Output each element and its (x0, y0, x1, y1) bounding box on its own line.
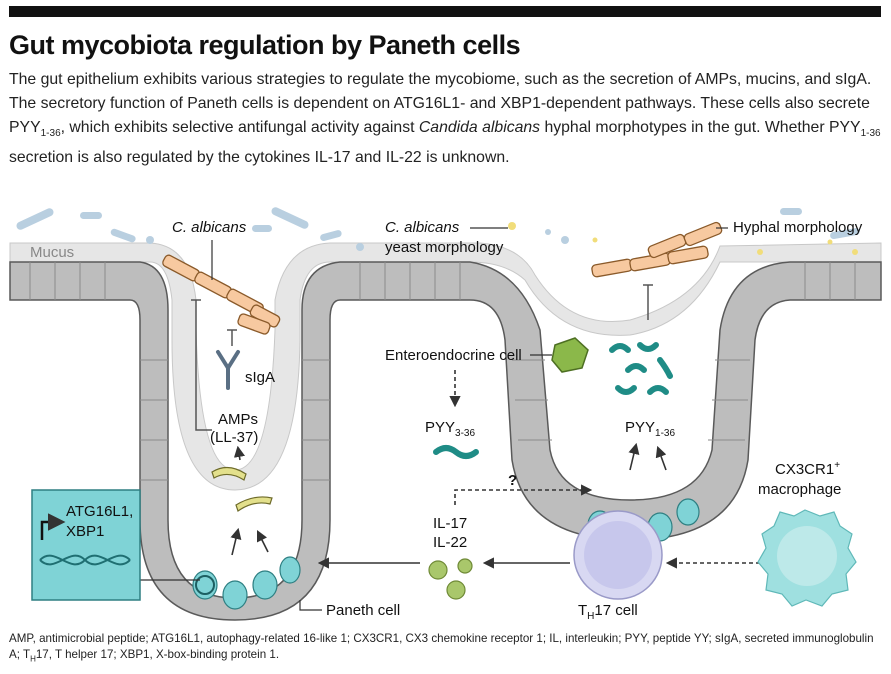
il17-label: IL-17 (433, 515, 467, 532)
pyy-3-36-sub: 3-36 (455, 428, 475, 439)
secretion-arrows (230, 442, 667, 556)
paneth-cell-label: Paneth cell (326, 602, 400, 619)
footnote-text-1: AMP, antimicrobial peptide; ATG16L1, aut… (9, 632, 874, 661)
footnote-sub: H (30, 654, 36, 664)
figure-title: Gut mycobiota regulation by Paneth cells (9, 30, 521, 60)
macro-text: CX3CR1 (775, 461, 834, 478)
paneth-cell-diagram: Mucus C. albicans C. albicans yeast morp… (9, 207, 882, 622)
pyy-1-36-text: PYY (625, 419, 655, 436)
question-arrow (454, 484, 593, 505)
enteroendocrine-cell (551, 337, 589, 373)
c-albicans-label: C. albicans (172, 219, 247, 236)
il-cytokines (428, 558, 473, 600)
c-albicans-hyphae-left (162, 254, 281, 335)
th17-cell-label: TH17 cell (578, 602, 638, 622)
amps-peptides (211, 466, 273, 512)
question-mark: ? (508, 472, 517, 489)
pyy-3-36-label: PYY3-36 (425, 419, 475, 439)
summary-text-4: secretion is also regulated by the cytok… (9, 149, 510, 167)
gene-expression-box (31, 489, 141, 601)
il22-label: IL-22 (433, 534, 467, 551)
summary-text-3: hyphal morphotypes in the gut. Whether P… (540, 119, 861, 136)
macrophage-nucleus (777, 526, 837, 586)
pyy-3-36-text: PYY (425, 419, 455, 436)
genes-label-1: ATG16L1, (66, 503, 133, 520)
pyy-1-36-sub: 1-36 (655, 428, 675, 439)
summary-text-1: The gut epithelium exhibits various stra… (9, 71, 872, 136)
th17-nucleus (584, 521, 652, 589)
th17-t: T (578, 602, 587, 619)
top-rule (9, 6, 881, 17)
promoter-arrow-icon (40, 513, 66, 540)
pyy-3-36-peptide (433, 445, 479, 459)
siga-label: sIgA (245, 369, 275, 386)
summary-sub-2: 1-36 (860, 128, 881, 140)
pyy-1-36-peptides (609, 342, 673, 395)
mucus-label: Mucus (30, 244, 74, 261)
figure-summary: The gut epithelium exhibits various stra… (9, 68, 881, 170)
footnote-text-2: 17, T helper 17; XBP1, X-box-binding pro… (35, 648, 280, 661)
amps-label-1: AMPs (218, 411, 258, 428)
th17-rest: 17 cell (594, 602, 637, 619)
pyy-1-36-label: PYY1-36 (625, 419, 675, 439)
enteroendocrine-label: Enteroendocrine cell (385, 347, 522, 364)
yeast-label-1: C. albicans (385, 219, 460, 236)
summary-italic: Candida albicans (418, 119, 541, 136)
macrophage-label-1: CX3CR1+ (775, 460, 840, 478)
th17-sub: H (587, 611, 594, 622)
yeast-label-2: yeast morphology (385, 239, 504, 256)
footnote: AMP, antimicrobial peptide; ATG16L1, aut… (9, 631, 884, 667)
macrophage-label-2: macrophage (758, 481, 841, 498)
macro-sup: + (834, 460, 840, 471)
c-albicans-hyphae-right (591, 221, 723, 278)
summary-text-2: , which exhibits selective antifungal ac… (60, 119, 419, 136)
leader-lines (140, 227, 728, 611)
inhibition-lines (191, 284, 653, 431)
dna-helix-icon (39, 554, 131, 566)
amps-label-2: (LL-37) (210, 429, 258, 446)
paneth-cell-highlight (195, 575, 215, 595)
hyphal-label: Hyphal morphology (733, 219, 863, 236)
siga-icon (216, 350, 240, 390)
lumen-microbes (16, 207, 860, 251)
epithelial-cell-lines (29, 262, 856, 481)
genes-label-2: XBP1 (66, 523, 104, 540)
summary-sub-1: 1-36 (40, 128, 61, 140)
